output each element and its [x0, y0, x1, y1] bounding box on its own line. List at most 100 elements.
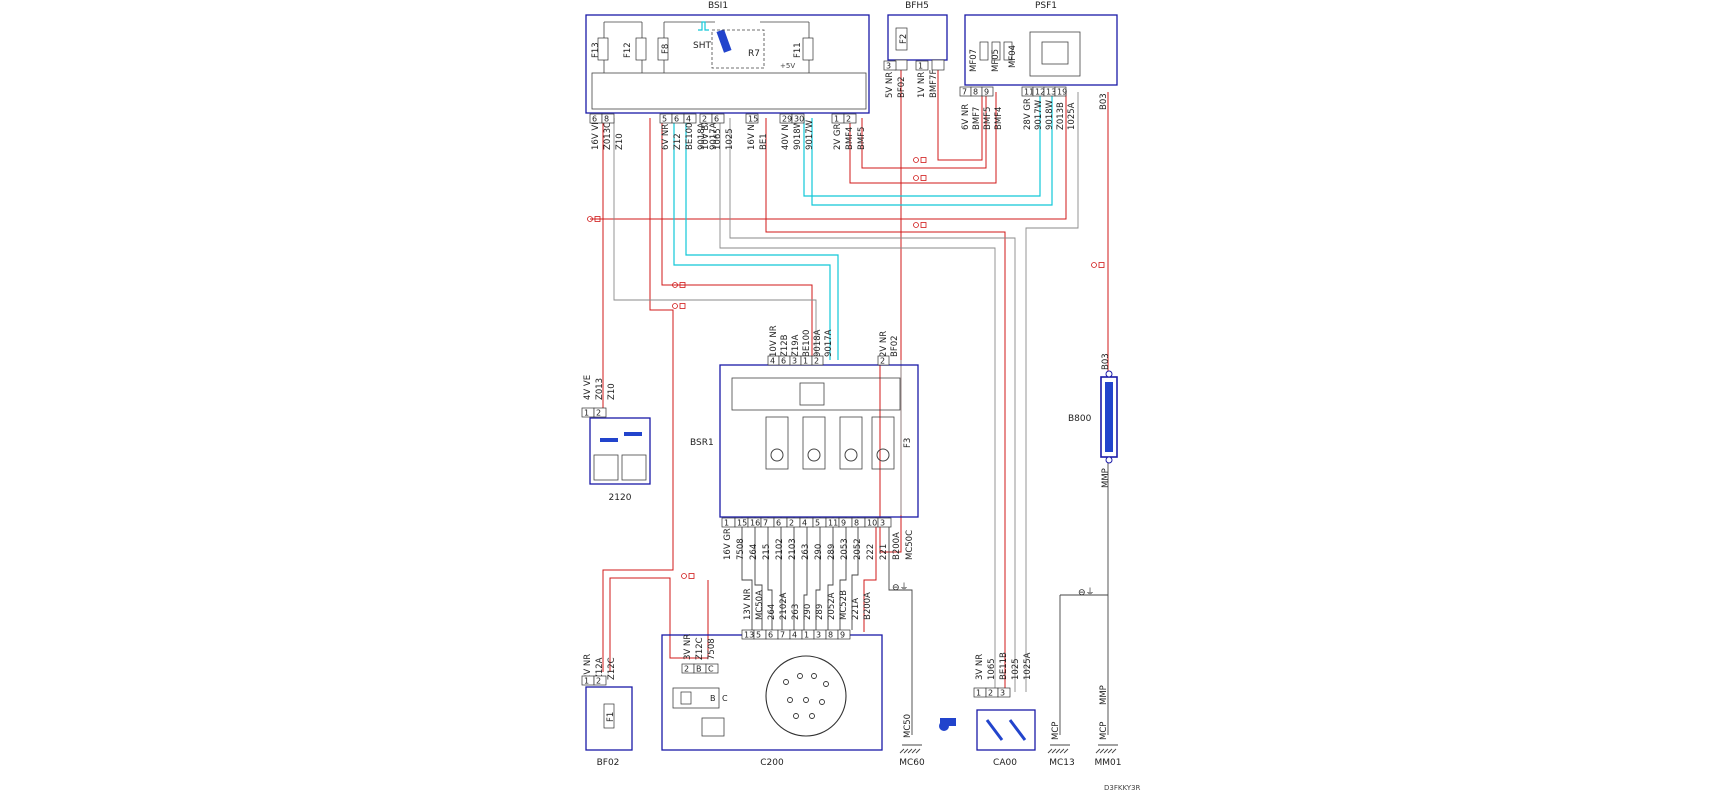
bsi1-conn-f-text: 2V GR	[833, 123, 843, 150]
harness-marker-box	[688, 573, 695, 579]
bsi1-conn-a-text: Z10	[615, 133, 625, 150]
bf02-conn-text: Z12A	[595, 657, 605, 680]
bsr1-bottom-pin-label: 10	[867, 519, 877, 528]
bsr1-bottom-text: 2103	[788, 538, 798, 560]
bfh5-conn-b-text: 1V NR	[917, 72, 927, 98]
bsr1-top-a-pin	[811, 355, 824, 366]
psf1-conn-a-text: BMF4	[994, 107, 1004, 130]
wire-be100	[661, 118, 813, 360]
shunt-label: SHT	[693, 41, 711, 51]
bsr1-top-a-pin-label: 3	[792, 357, 797, 366]
c200-left-text: 3V NR	[683, 634, 693, 660]
harness-marker-box	[920, 175, 927, 181]
psf1-conn-a-text: BMF5	[983, 107, 993, 130]
bsr1-top-a-pin-label: 4	[770, 357, 775, 366]
bf02-label: BF02	[597, 758, 620, 768]
wire-bundle-8	[827, 517, 834, 630]
harness-marker-box	[1098, 262, 1105, 268]
ca00-label: CA00	[993, 758, 1017, 768]
c200-top-text: B200A	[863, 592, 873, 620]
harness-marker-box	[920, 222, 927, 228]
bsi1-conn-f-pin	[843, 113, 857, 124]
c200-left-pin-label: 2	[684, 665, 689, 674]
wire-z12c	[609, 577, 709, 672]
c200-top-text: 289	[815, 604, 825, 620]
bsr1-bottom-pin-label: 4	[802, 519, 807, 528]
bsr1-top-a-text: 9017A	[824, 329, 834, 357]
bsr1-bottom-pin-label: 8	[854, 519, 859, 528]
bsi1-conn-b-text: BE100	[685, 123, 695, 150]
psf1-conn-b-pin	[1054, 86, 1067, 97]
battery-b800: B800 B03 MMP	[1068, 353, 1118, 488]
psf1-conn-b-pin-label: 12	[1035, 88, 1045, 97]
bsr1-bottom-pin-label: 11	[828, 519, 838, 528]
bf02-conn-pin-label: 2	[596, 677, 601, 686]
c200-left-text: Z12C	[695, 637, 705, 660]
fuse-f8-label: F8	[661, 44, 671, 54]
c200-top-text: 13V NR	[743, 588, 753, 620]
bf02-conn-pin-label: 1	[584, 677, 589, 686]
sw2120-conn-text: Z013	[595, 378, 605, 400]
ca00-conn-text: 3V NR	[975, 654, 985, 680]
bsr1-top-a-text: Z19A	[791, 334, 801, 357]
wire-bf02-bfh5	[879, 70, 902, 553]
psf1-inner-mf04: MF04	[1008, 45, 1018, 68]
c200-left-pin	[705, 663, 719, 674]
c200-top-pin-label: 9	[840, 631, 845, 640]
bsi1-conn-d-pin-label: 15	[748, 115, 758, 124]
bfh5-conn-a-text: BF02	[897, 76, 907, 98]
relay-r7-label: R7	[748, 49, 760, 59]
c200-top-text: 263	[791, 604, 801, 620]
bsi1-conn-f-text: BMF5	[857, 127, 867, 150]
bsr1-bottom-text: 221	[879, 544, 889, 560]
bsi1-conn-f-pin-label: 2	[846, 115, 851, 124]
bsi1-conn-c-text: 1065	[713, 128, 723, 150]
ca00-conn-text: 1025	[1011, 658, 1021, 680]
bsi1-conn-e-pin	[791, 113, 805, 124]
c200-pin-c-label: C	[722, 694, 728, 703]
wire-bundle-6	[803, 517, 808, 630]
wire-bundle-4	[780, 517, 783, 630]
sw2120-conn-pin	[593, 407, 607, 418]
bsi1-conn-b-text: Z12	[673, 133, 683, 150]
bsi1-conn-e-text: 9017W	[805, 119, 815, 150]
wire-markers	[587, 157, 1105, 579]
ca00-conn-text: 1065	[987, 658, 997, 680]
bfh5-conn-b-pin	[915, 60, 929, 71]
bsi1-conn-b-pin	[683, 113, 697, 124]
bsr1-bottom-text: 264	[749, 544, 759, 560]
harness-marker	[913, 175, 919, 181]
c200-top-text: MC52B	[839, 590, 849, 620]
harness-marker	[672, 303, 678, 309]
bfh5-unit: BFH5 F2	[887, 1, 948, 71]
bsr1-bottom-pin-label: 2	[789, 519, 794, 528]
ground-mc13: MC13 MCP	[1047, 722, 1075, 768]
wire-1025a	[1025, 92, 1079, 692]
bsr1-bottom-text: 215	[762, 544, 772, 560]
wire-bundle-1	[741, 517, 753, 630]
fuse-f11-label: F11	[793, 42, 803, 58]
c200-top-pin-label: 3	[816, 631, 821, 640]
bsr1-bottom-text: MC50C	[905, 530, 915, 560]
footer-ref: D3FKKY3R	[1104, 784, 1141, 792]
sw2120-conn-pin-label: 2	[596, 409, 601, 418]
bsr1-top-a-pin-label: 2	[814, 357, 819, 366]
bsi1-conn-f-pin-label: 1	[834, 115, 839, 124]
harness-marker	[1091, 262, 1097, 268]
bsr1-bottom-pin-label: 16	[750, 519, 760, 528]
bsi1-conn-e-pin-label: 29	[782, 115, 792, 124]
bsr1-bottom-pin-label: 6	[776, 519, 781, 528]
wires	[590, 70, 1109, 735]
harness-marker	[913, 222, 919, 228]
bsr1-top-b-pin-label: 2	[880, 357, 885, 366]
bfh5-label: BFH5	[905, 1, 929, 11]
wire-bmf4	[849, 92, 997, 184]
bsr1-top-a-text: 9018A	[813, 329, 823, 357]
bsi1-conn-d-text: 16V NR	[747, 118, 757, 150]
ground-symbol-2: ⊖⏚	[1078, 587, 1095, 598]
psf1-inner-mf07: MF07	[969, 49, 979, 72]
bsi1-conn-c-text: 10V BA	[701, 119, 711, 150]
psf1-conn-a-pin	[981, 86, 994, 97]
psf1-label: PSF1	[1035, 1, 1057, 11]
mm01-label: MM01	[1095, 758, 1122, 768]
